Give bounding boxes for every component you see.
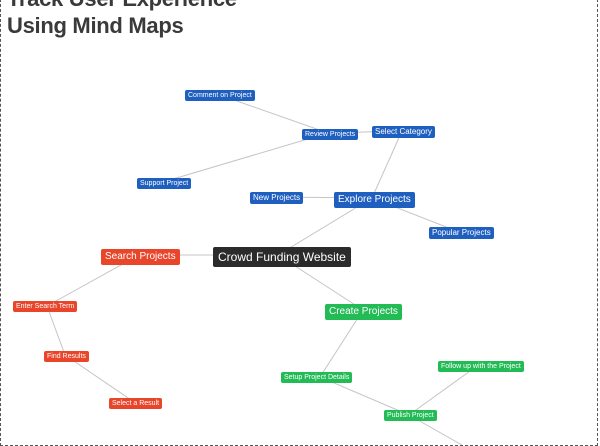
- page-title-line-2: Using Mind Maps: [7, 13, 184, 38]
- edge-create-setup: [319, 309, 364, 378]
- page-title-line-1: Track User Experience: [7, 0, 237, 12]
- edge-setup-publish: [319, 376, 410, 416]
- node-create-projects[interactable]: Create Projects: [325, 304, 402, 320]
- node-search-projects[interactable]: Search Projects: [101, 249, 180, 265]
- node-select-category[interactable]: Select Category: [372, 126, 435, 138]
- edge-find-select: [64, 354, 135, 403]
- node-select-a-result[interactable]: Select a Result: [109, 398, 163, 409]
- node-comment-on-project[interactable]: Comment on Project: [185, 90, 255, 101]
- edge-explore-category: [371, 130, 403, 199]
- edge-publish-follow: [408, 365, 478, 416]
- node-follow-up-with-the-project[interactable]: Follow up with the Project: [438, 361, 524, 372]
- node-setup-project-details[interactable]: Setup Project Details: [281, 372, 353, 383]
- node-find-results[interactable]: Find Results: [44, 351, 89, 362]
- node-new-projects[interactable]: New Projects: [250, 192, 304, 204]
- node-root-crowd-funding-website[interactable]: Crowd Funding Website: [213, 247, 351, 267]
- node-publish-project[interactable]: Publish Project: [384, 410, 437, 421]
- edge-enter-find: [46, 305, 66, 356]
- edge-review-support: [162, 132, 329, 183]
- node-review-projects[interactable]: Review Projects: [302, 129, 359, 140]
- node-enter-search-term[interactable]: Enter Search Term: [13, 301, 78, 312]
- node-support-project[interactable]: Support Project: [137, 178, 192, 189]
- node-popular-projects[interactable]: Popular Projects: [429, 227, 494, 239]
- node-explore-projects[interactable]: Explore Projects: [334, 192, 415, 208]
